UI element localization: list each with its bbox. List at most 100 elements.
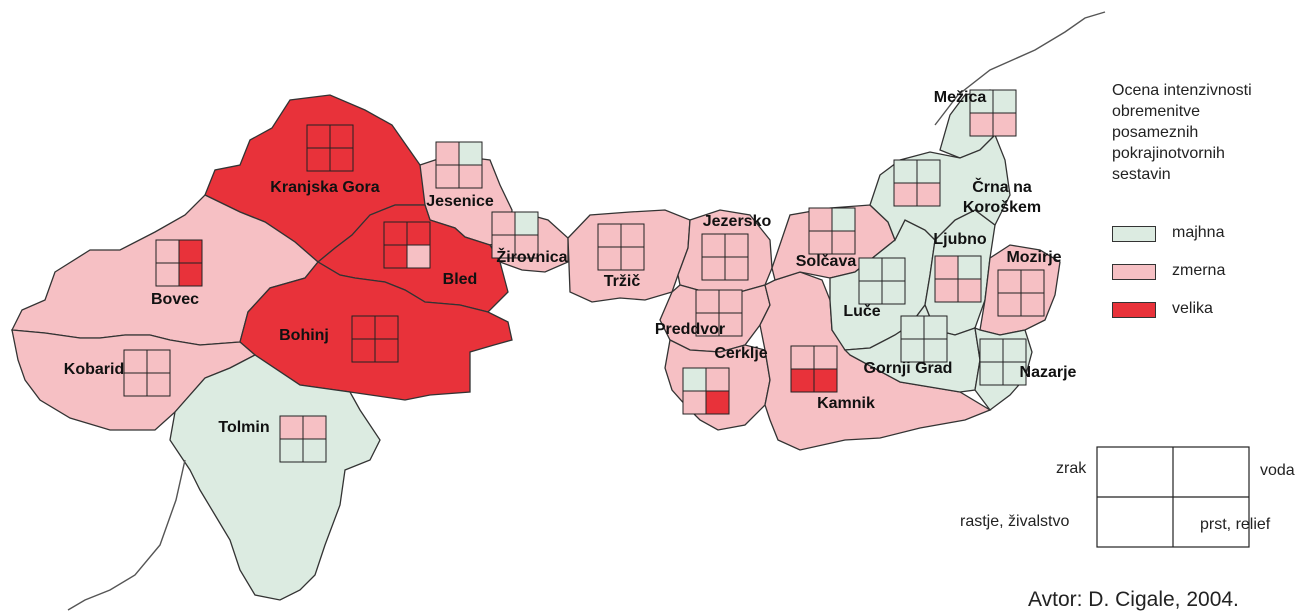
indicator-grid-crna-na-koroskem xyxy=(893,159,941,207)
grid-cell xyxy=(279,415,304,440)
grid-cell xyxy=(705,367,730,392)
grid-cell xyxy=(155,262,180,287)
grid-cell xyxy=(374,315,399,340)
key-label-water: voda xyxy=(1260,462,1295,479)
legend-title-line: Ocena intenzivnosti xyxy=(1112,82,1252,99)
grid-cell xyxy=(306,147,331,172)
legend-swatch xyxy=(1112,302,1156,318)
grid-cell xyxy=(1020,292,1045,317)
grid-cell xyxy=(718,312,743,337)
grid-cell xyxy=(406,244,431,269)
grid-cell xyxy=(790,345,815,370)
place-label-preddvor: Preddvor xyxy=(655,321,725,338)
grid-cell xyxy=(491,211,516,236)
indicator-grid-luce xyxy=(858,257,906,305)
indicator-grid-bled xyxy=(383,221,431,269)
place-label-bovec: Bovec xyxy=(151,291,199,308)
grid-cell xyxy=(957,278,982,303)
grid-cell xyxy=(435,141,460,166)
indicator-grid-bovec xyxy=(155,239,203,287)
place-label-cerklje: Cerklje xyxy=(714,345,767,362)
state-border-line xyxy=(67,11,1106,611)
grid-cell xyxy=(123,349,148,374)
grid-cell xyxy=(695,289,720,314)
grid-cell xyxy=(701,256,726,281)
place-label-jezersko: Jezersko xyxy=(703,213,772,230)
grid-cell xyxy=(351,338,376,363)
place-label-luce: Luče xyxy=(843,303,880,320)
grid-cell xyxy=(992,112,1017,137)
indicator-grid-jesenice xyxy=(435,141,483,189)
grid-cell xyxy=(900,315,925,340)
grid-cell xyxy=(808,207,833,232)
place-label-bohinj: Bohinj xyxy=(279,327,329,344)
indicator-grid-solcava xyxy=(808,207,856,255)
grid-cell xyxy=(923,315,948,340)
grid-cell xyxy=(979,338,1004,363)
legend-label: zmerna xyxy=(1172,262,1226,279)
legend-title-line: pokrajinotvornih xyxy=(1112,145,1225,162)
legend-swatch xyxy=(1112,264,1156,280)
grid-cell xyxy=(701,233,726,258)
grid-cell xyxy=(406,221,431,246)
place-label-trzic: Tržič xyxy=(604,273,641,290)
place-label-zirovnica: Žirovnica xyxy=(496,247,567,266)
indicator-grid-tolmin xyxy=(279,415,327,463)
place-label-nazarje: Nazarje xyxy=(1020,364,1077,381)
grid-cell xyxy=(597,246,622,271)
grid-cell xyxy=(916,159,941,184)
grid-cell xyxy=(1002,361,1027,386)
grid-cell xyxy=(934,278,959,303)
grid-cell xyxy=(813,368,838,393)
legend-title-line: sestavin xyxy=(1112,166,1171,183)
key-label-soil-relief: prst, relief xyxy=(1200,516,1271,533)
grid-cell xyxy=(458,164,483,189)
indicator-grid-trzic xyxy=(597,223,645,271)
grid-cell xyxy=(957,255,982,280)
place-label-kranjska-gora: Kranjska Gora xyxy=(270,179,379,196)
place-label-tolmin: Tolmin xyxy=(218,419,269,436)
grid-cell xyxy=(997,269,1022,294)
grid-cell xyxy=(351,315,376,340)
indicator-grid-zirovnica xyxy=(491,211,539,259)
legend-title-line: obremenitve xyxy=(1112,103,1201,120)
indicator-grid-gornji-grad xyxy=(900,315,948,363)
grid-cell xyxy=(858,280,883,305)
grid-cell xyxy=(900,338,925,363)
grid-cell xyxy=(705,390,730,415)
key-label-air: zrak xyxy=(1056,460,1087,477)
labels-layer: Kranjska GoraJeseniceŽirovnicaBovecBledB… xyxy=(64,89,1077,436)
grid-cell xyxy=(620,246,645,271)
place-label-bled: Bled xyxy=(443,271,478,288)
legend-item-large: velika xyxy=(1112,300,1292,320)
indicator-grid-kamnik xyxy=(790,345,838,393)
key-label-flora-fauna: rastje, živalstvo xyxy=(960,513,1070,530)
grid-cell xyxy=(302,415,327,440)
indicator-grid-mezica xyxy=(969,89,1017,137)
grid-cell xyxy=(881,257,906,282)
grid-cell xyxy=(383,244,408,269)
grid-cell xyxy=(916,182,941,207)
grid-cell xyxy=(146,349,171,374)
grid-cell xyxy=(724,233,749,258)
region-kamnik xyxy=(759,271,992,451)
grid-cell xyxy=(893,182,918,207)
legend-item-medium: zmerna xyxy=(1112,262,1292,282)
grid-cell xyxy=(155,239,180,264)
indicator-grid-cerklje xyxy=(682,367,730,415)
grid-cell xyxy=(808,230,833,255)
grid-cell xyxy=(893,159,918,184)
grid-cell xyxy=(306,124,331,149)
grid-cell xyxy=(302,438,327,463)
grid-cell xyxy=(979,361,1004,386)
legend-label: majhna xyxy=(1172,224,1225,241)
grid-cell xyxy=(813,345,838,370)
grid-cell xyxy=(178,239,203,264)
grid-cell xyxy=(831,230,856,255)
grids-layer xyxy=(123,89,1045,463)
grid-cell xyxy=(458,141,483,166)
grid-cell xyxy=(374,338,399,363)
indicator-grid-kobarid xyxy=(123,349,171,397)
grid-cell xyxy=(178,262,203,287)
